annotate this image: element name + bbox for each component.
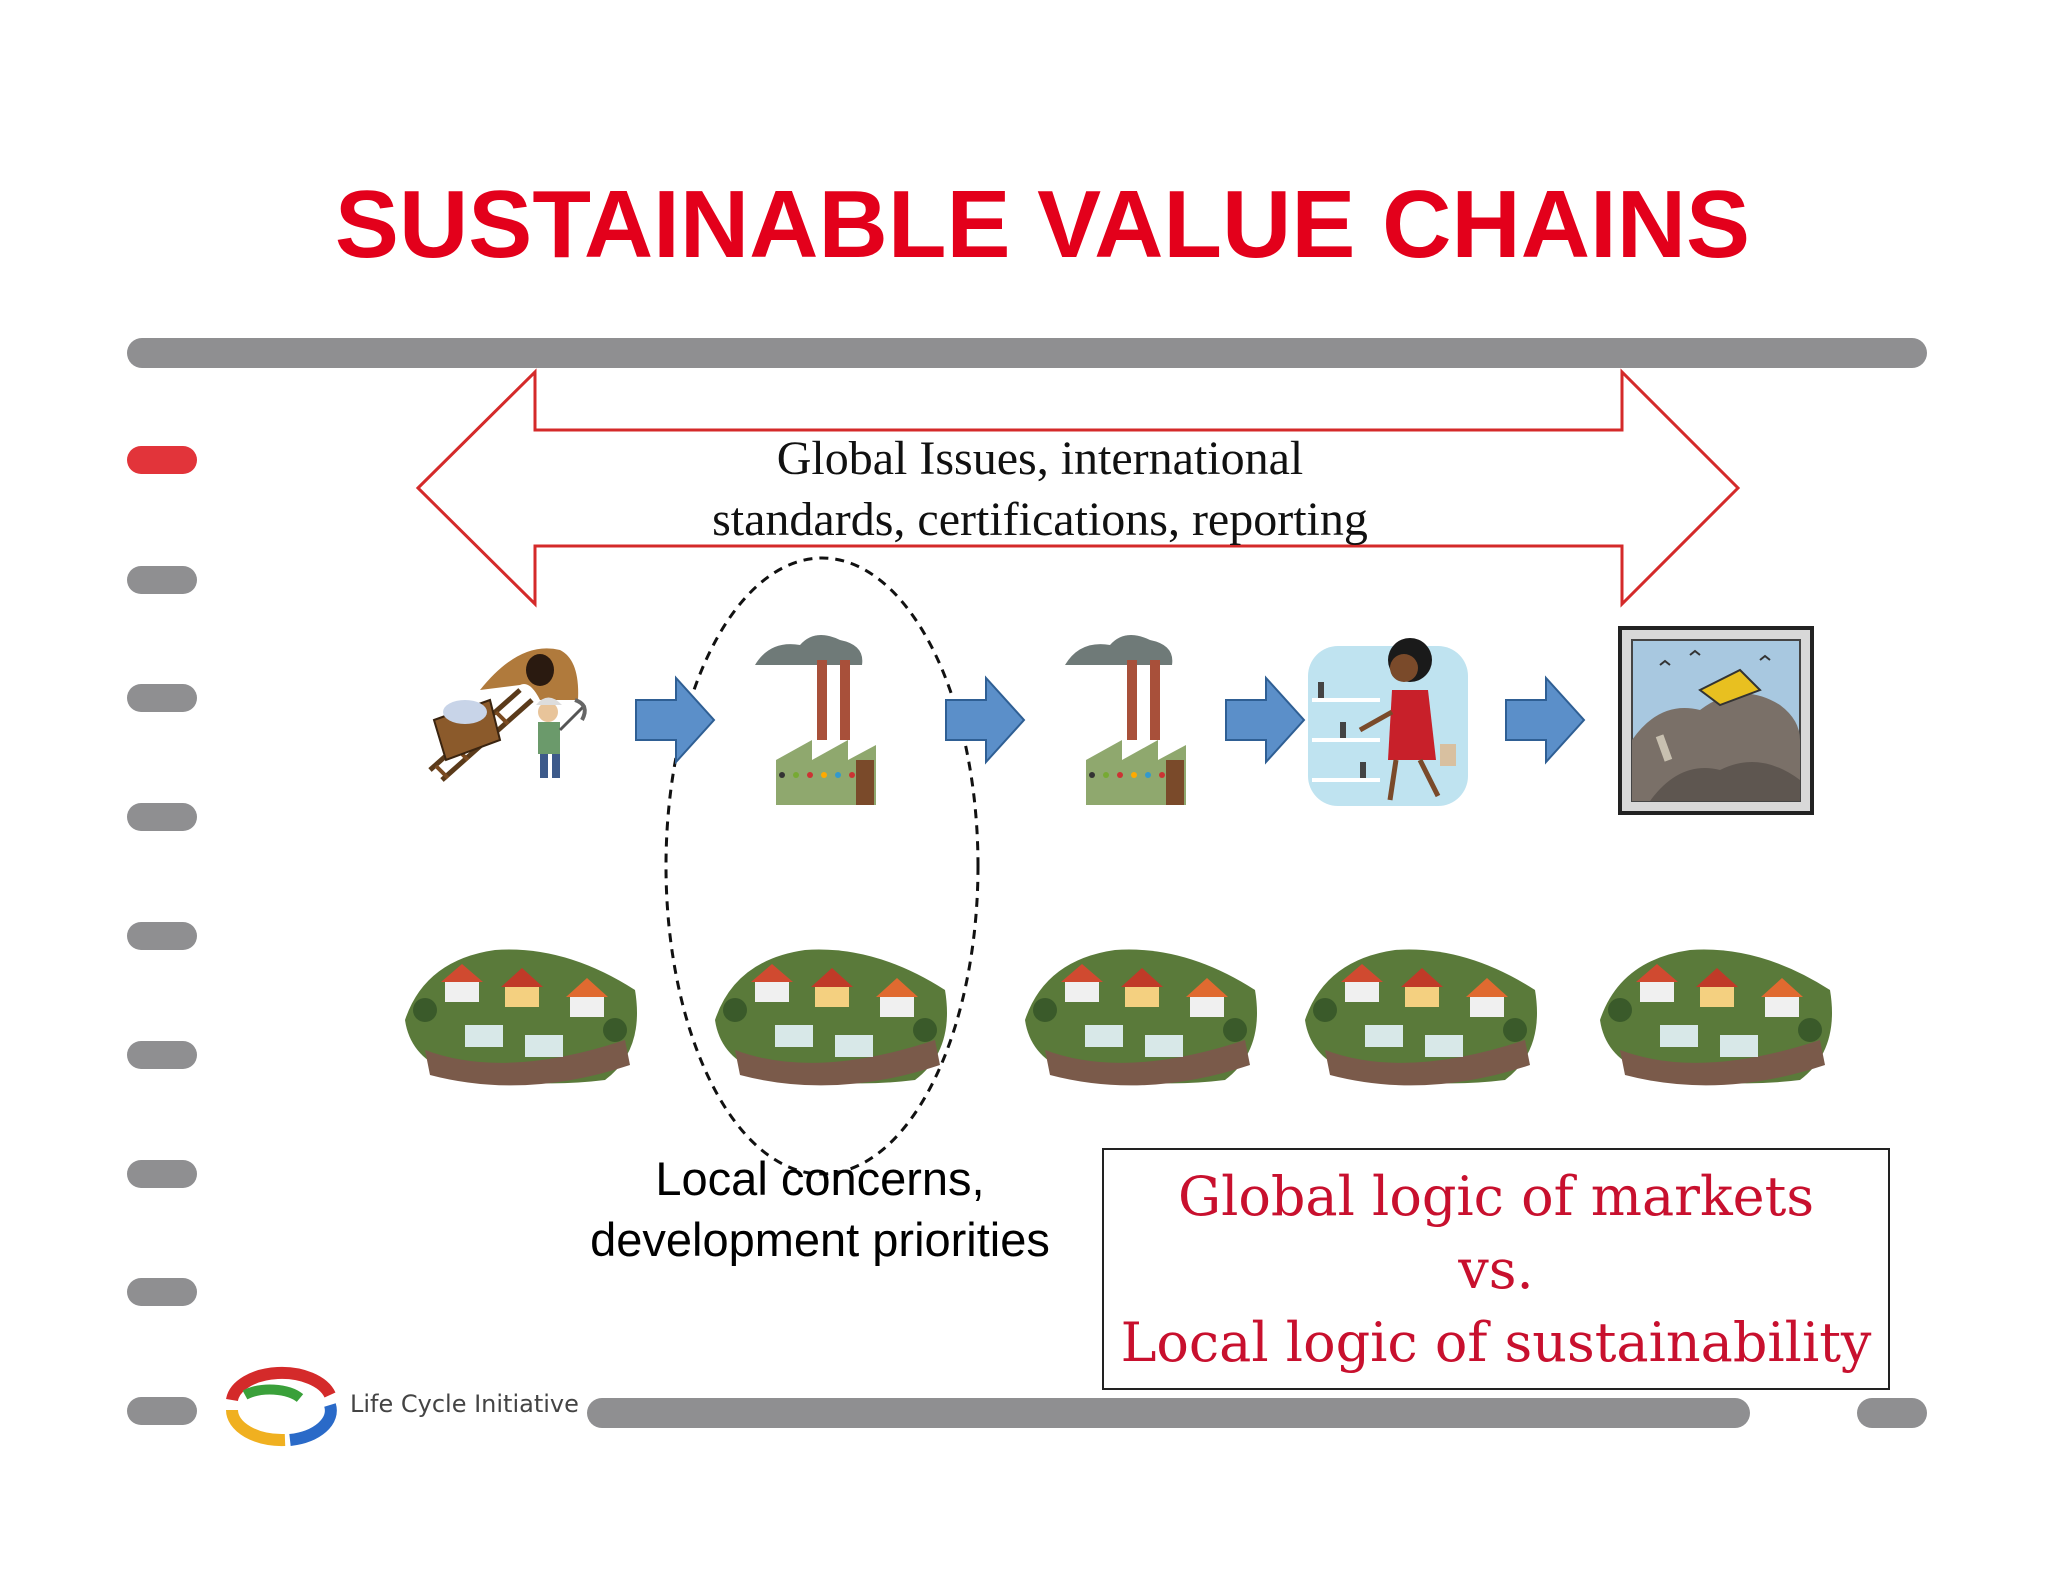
side-dash — [127, 1278, 197, 1306]
flow-arrow-4 — [1505, 675, 1586, 765]
local-concerns-line-2: development priorities — [590, 1213, 1050, 1266]
local-focus-ellipse — [664, 556, 980, 1176]
factory-icon — [1065, 635, 1186, 805]
top-divider-bar — [127, 338, 1927, 368]
global-double-arrow — [415, 368, 1741, 608]
slide-title: SUSTAINABLE VALUE CHAINS — [334, 171, 1751, 278]
community-icon — [1305, 949, 1537, 1086]
global-issues-line-2: standards, certifications, reporting — [712, 493, 1368, 546]
mining-icon — [428, 648, 587, 782]
logic-line-3: Local logic of sustainability — [1120, 1311, 1872, 1374]
side-dash — [127, 803, 197, 831]
side-dash — [127, 1397, 197, 1425]
side-dash — [127, 684, 197, 712]
life-cycle-logo-icon — [225, 1366, 337, 1447]
logic-line-2: vs. — [1458, 1238, 1534, 1301]
bottom-divider-bar — [587, 1398, 1750, 1428]
logo-text: Life Cycle Initiative — [350, 1390, 579, 1418]
global-issues-line-1: Global Issues, international — [776, 432, 1304, 485]
local-concerns-label: Local concerns, development priorities — [550, 1148, 1090, 1270]
logic-line-1: Global logic of markets — [1177, 1165, 1815, 1228]
side-dash-active — [127, 446, 197, 474]
community-icon — [1600, 949, 1832, 1086]
side-dash — [127, 922, 197, 950]
flow-arrow-1 — [635, 675, 716, 765]
side-dash — [127, 1160, 197, 1188]
bottom-right-bar — [1857, 1398, 1927, 1428]
landfill-icon — [1618, 626, 1814, 815]
flow-arrow-2 — [945, 675, 1026, 765]
side-dash — [127, 1041, 197, 1069]
community-icon — [715, 949, 947, 1086]
community-icon — [405, 949, 637, 1086]
shopper-icon — [1308, 638, 1468, 806]
local-concerns-line-1: Local concerns, — [655, 1152, 985, 1205]
flow-arrow-3 — [1225, 675, 1306, 765]
global-issues-label: Global Issues, international standards, … — [640, 428, 1440, 550]
factory-icon — [755, 635, 876, 805]
side-dash — [127, 566, 197, 594]
community-icon — [1025, 949, 1257, 1086]
logic-comparison-box: Global logic of markets vs. Local logic … — [1102, 1148, 1890, 1390]
